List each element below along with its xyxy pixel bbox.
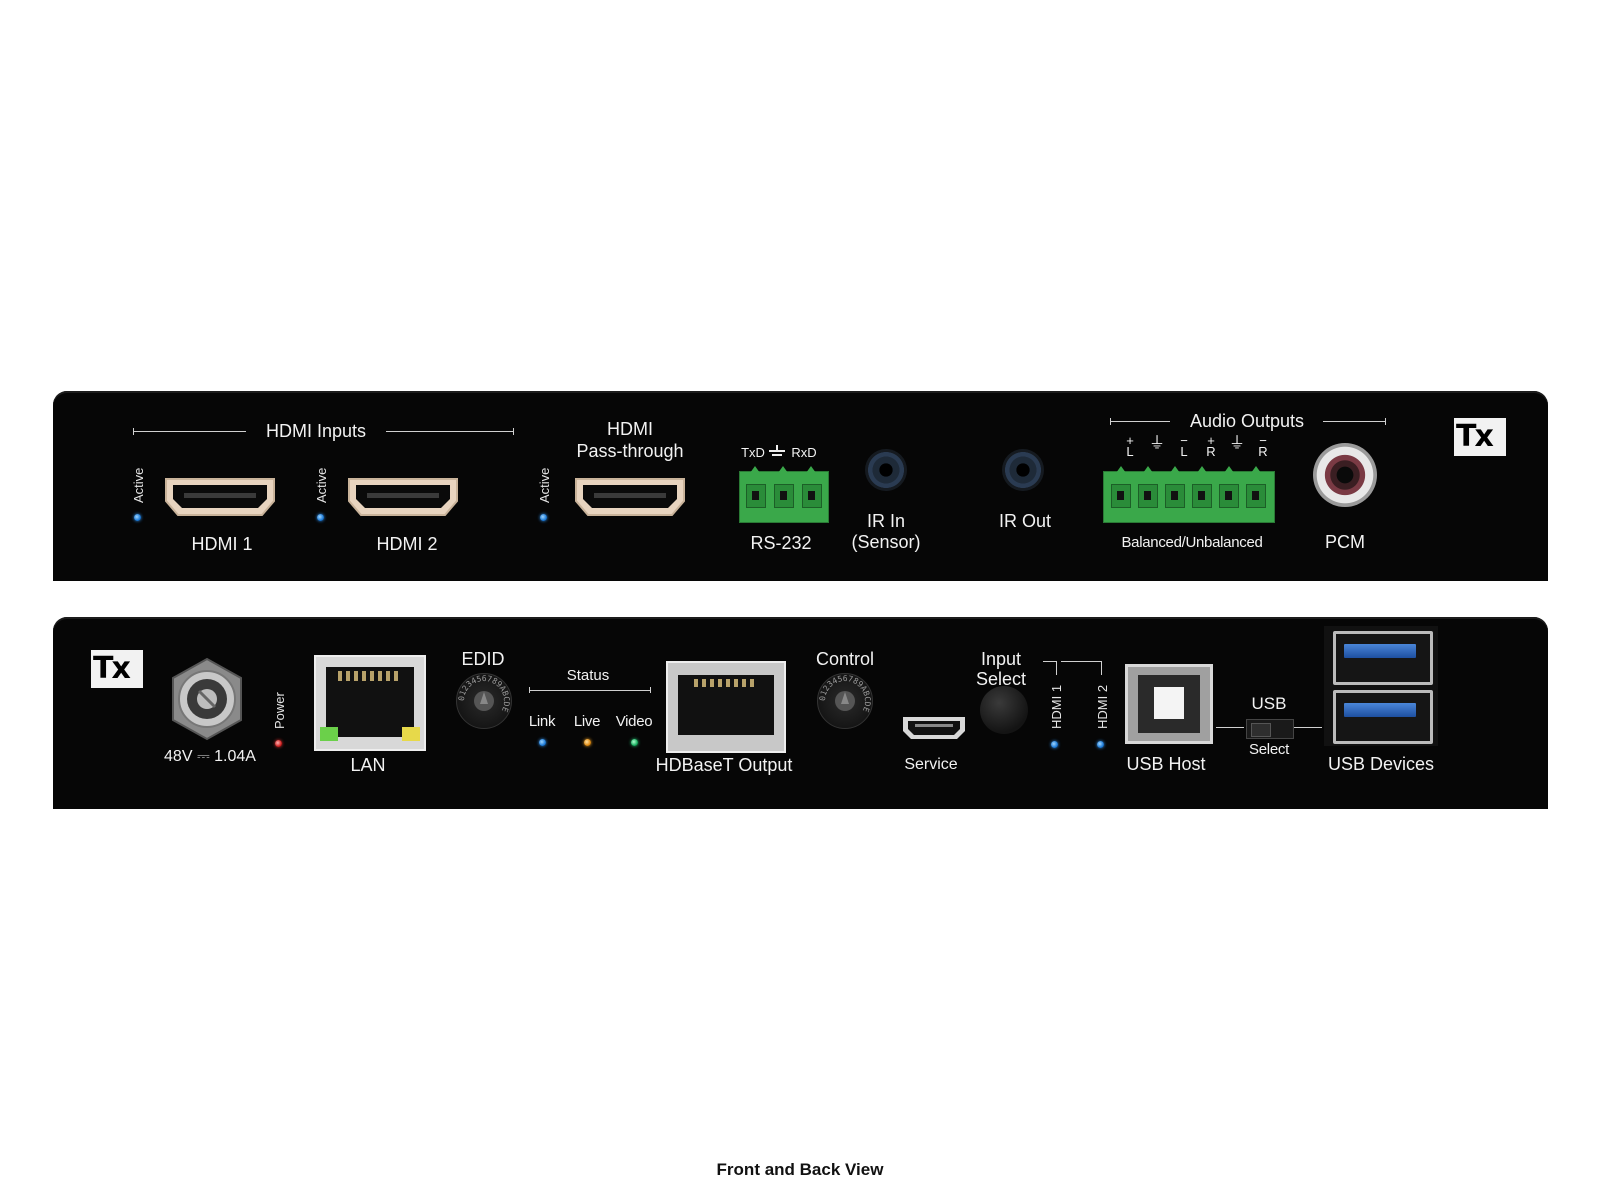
hdmi1-select-led [1051,741,1058,748]
active-led-passthrough [540,514,547,521]
hdmi-inputs-header-tick-left [133,428,134,435]
active-label-hdmi2: Active [314,467,329,503]
input-select-bracket-side-1 [1056,661,1057,675]
status-live-led [584,739,591,746]
hdmi-inputs-header-line-right [386,431,513,432]
control-label: Control [815,649,875,669]
status-line-tick-left [529,687,530,693]
usb-label: USB [1251,694,1287,713]
active-led-hdmi2 [317,514,324,521]
status-line-tick-right [650,687,651,693]
hdmi-inputs-header: HDMI Inputs [265,421,367,441]
usb-select-line-left [1216,727,1244,728]
status-header: Status [566,667,610,684]
audio-pin-r-minus: − R [1258,433,1268,459]
hdmi-inputs-header-line-left [133,431,246,432]
ir-in-jack[interactable] [865,449,907,491]
hdmi-passthrough-port[interactable] [572,475,688,519]
status-video-led [631,739,638,746]
usb-select-switch[interactable] [1246,719,1294,739]
status-line [529,690,651,691]
status-video-label: Video [615,713,653,730]
ir-in-label-line1: IR In [866,511,906,531]
usb-device-port-2[interactable] [1333,690,1433,744]
active-led-hdmi1 [134,514,141,521]
back-panel: Tx 48V ⎓ 1.04A Power LAN EDID 0123456789… [53,617,1548,809]
pcm-label: PCM [1325,532,1365,552]
lan-led-yellow [402,727,420,741]
input-select-bracket-top-1 [1043,661,1056,662]
audio-terminal-block[interactable] [1103,466,1275,523]
input-select-label-line2: Select [975,669,1027,689]
usb-select-label: Select [1249,741,1289,758]
service-usb-port[interactable] [901,715,967,741]
power-led-label: Power [272,692,287,729]
audio-header-line-right [1323,421,1385,422]
audio-pin-r-plus: + R [1206,433,1216,459]
rs232-terminal-block[interactable] [739,466,829,523]
hdmi1-select-label: HDMI 1 [1049,684,1064,729]
status-live-label: Live [573,713,601,730]
lan-label: LAN [350,755,386,775]
input-select-button[interactable] [980,686,1028,734]
edid-label: EDID [461,649,505,669]
hdmi2-label: HDMI 2 [376,534,438,554]
hdmi2-select-label: HDMI 2 [1095,684,1110,729]
ir-out-label: IR Out [998,511,1052,531]
usb-devices-label: USB Devices [1327,754,1435,774]
caption: Front and Back View [716,1160,884,1179]
audio-pin-l-ground: ⏚ [1148,435,1166,452]
edid-dial[interactable]: 0123456789ABCDE [456,673,512,729]
service-label: Service [904,756,958,773]
rs232-txd-label: TxD [741,445,765,460]
active-label-passthrough: Active [537,467,552,503]
pcm-jack[interactable] [1313,443,1377,507]
hdmi-passthrough-label-line2: Pass-through [576,441,684,461]
hdmi2-select-led [1097,741,1104,748]
hdbaset-port[interactable] [666,661,786,753]
rs232-label: RS-232 [750,533,812,553]
audio-pin-r-ground: ⏚ [1228,435,1246,452]
audio-header-line-left [1110,421,1170,422]
usb-device-port-1[interactable] [1333,631,1433,685]
power-led [275,740,282,747]
input-select-label-line1: Input [980,649,1022,669]
hdmi1-port[interactable] [162,475,278,519]
lan-led-green [320,727,338,741]
hdmi-inputs-header-tick-right [513,428,514,435]
usb-host-label: USB Host [1126,754,1206,774]
usb-host-port[interactable] [1125,664,1213,744]
tx-logo-back: Tx [91,650,143,688]
audio-header-tick-right [1385,418,1386,425]
ground-icon [769,445,785,456]
power-rating-label: 48V ⎓ 1.04A [164,748,256,765]
audio-pin-l-minus: − L [1180,433,1188,459]
status-link-label: Link [528,713,556,730]
input-select-bracket-side-2 [1101,661,1102,675]
tx-logo-front: Tx [1454,418,1506,456]
audio-outputs-header: Audio Outputs [1189,411,1305,431]
front-panel: HDMI Inputs Active HDMI 1 Active HDMI 2 … [53,391,1548,581]
usb-select-line-right [1294,727,1322,728]
control-dial[interactable]: 0123456789ABCDE [817,673,873,729]
power-connector[interactable] [165,657,249,741]
balanced-unbalanced-label: Balanced/Unbalanced [1121,534,1263,551]
ir-in-label-line2: (Sensor) [851,532,921,552]
hdmi-passthrough-label-line1: HDMI [607,419,653,439]
ir-out-jack[interactable] [1002,449,1044,491]
audio-pin-l-plus: + L [1126,433,1134,459]
input-select-bracket-top-2 [1061,661,1101,662]
lan-port[interactable] [314,655,426,751]
status-link-led [539,739,546,746]
hdbaset-label: HDBaseT Output [655,755,793,775]
hdmi1-label: HDMI 1 [191,534,253,554]
active-label-hdmi1: Active [131,467,146,503]
rs232-rxd-label: RxD [791,445,817,460]
hdmi2-port[interactable] [345,475,461,519]
